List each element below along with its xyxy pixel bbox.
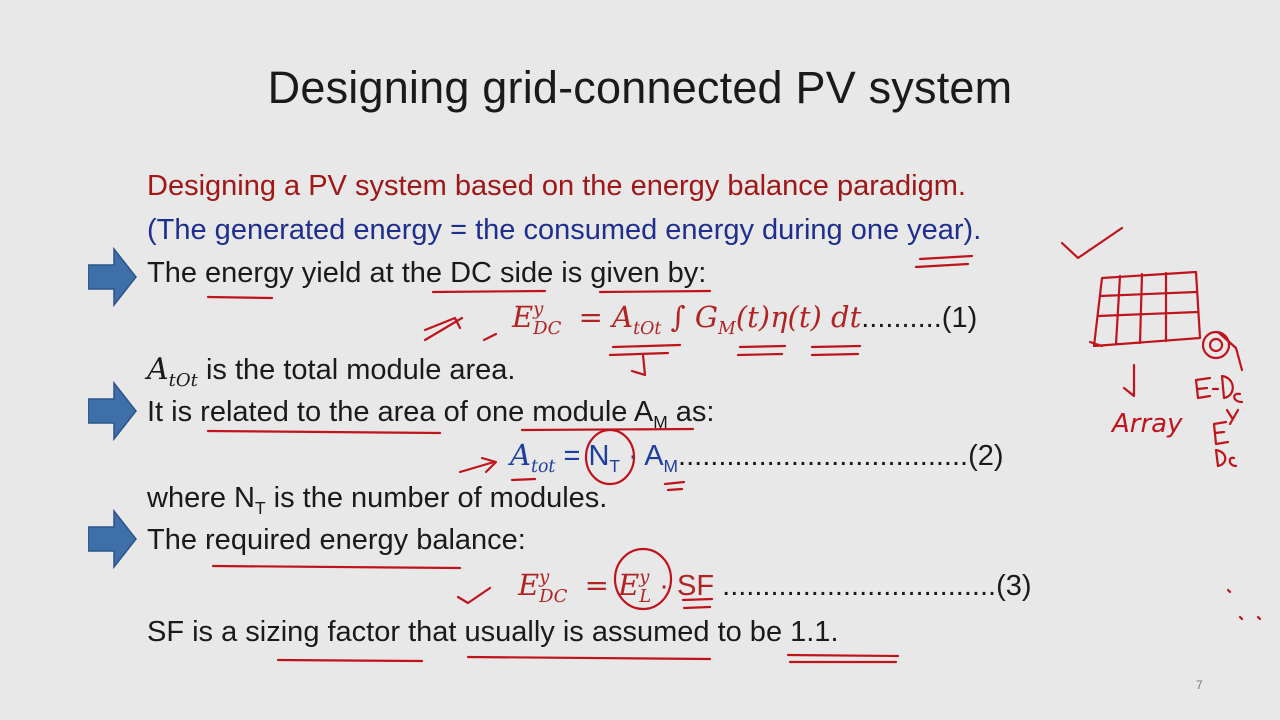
module-area-subscript: M — [653, 411, 668, 432]
total-area-line: AtOt is the total module area. — [147, 352, 516, 391]
energy-balance-line: The required energy balance: — [147, 524, 526, 556]
slide-title: Designing grid-connected PV system — [267, 62, 1013, 113]
sizing-factor-line: SF is a sizing factor that usually is as… — [147, 616, 839, 648]
page-number: 7 — [1196, 678, 1203, 692]
sizing-factor-symbol: SF — [677, 570, 715, 602]
bullet-arrow-icon — [88, 247, 137, 307]
modules-count-text: where N — [147, 482, 255, 514]
total-area-text: is the total module area. — [205, 354, 516, 386]
array-annotation: Array — [1110, 409, 1183, 439]
equation-2-number: ....................................(2) — [678, 440, 1004, 472]
module-area-text: It is related to the area of one module … — [147, 396, 654, 428]
modules-count-line: where NT is the number of modules. — [147, 482, 607, 519]
module-area-line: It is related to the area of one module … — [147, 396, 714, 433]
bullet-arrow-icon — [88, 381, 137, 441]
equation-1-number: ..........(1) — [861, 302, 978, 334]
equation-2: Atot = NT · AM..........................… — [510, 438, 1004, 477]
energy-balance-definition: (The generated energy = the consumed ene… — [147, 214, 982, 246]
module-area-tail: as: — [667, 396, 715, 428]
energy-yield-line: The energy yield at the DC side is given… — [147, 257, 707, 289]
equation-3-number: ..................................(3) — [714, 570, 1032, 602]
paradigm-statement: Designing a PV system based on the energ… — [147, 170, 966, 202]
modules-count-subscript: T — [255, 497, 266, 518]
bullet-arrow-icon — [88, 509, 137, 569]
modules-count-tail: is the number of modules. — [265, 482, 608, 514]
